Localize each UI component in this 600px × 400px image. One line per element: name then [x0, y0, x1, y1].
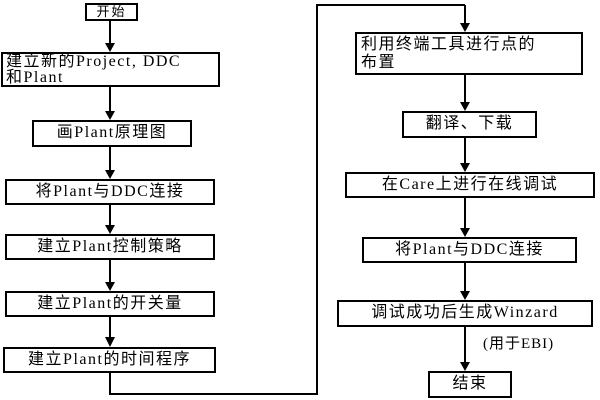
arrow-down	[460, 263, 470, 300]
node-terminal-tool-points-line1: 利用终端工具进行点的	[361, 36, 537, 53]
arrow-down	[105, 87, 115, 120]
node-start-label: 开始	[96, 4, 127, 20]
node-terminal-tool-points-line2: 布置	[361, 54, 397, 71]
loop-connector-line	[109, 4, 465, 395]
node-connect-plant-ddc-2: 将Plant与DDC连接	[362, 237, 577, 263]
arrow-down	[460, 198, 470, 237]
arrow-down	[460, 138, 470, 172]
arrow-down	[105, 147, 115, 179]
arrow-down	[105, 205, 115, 234]
node-plant-time-program: 建立Plant的时间程序	[3, 347, 216, 373]
node-plant-control-strategy: 建立Plant控制策略	[5, 234, 215, 260]
arrow-down	[460, 5, 470, 32]
node-generate-winzard: 调试成功后生成Winzard	[337, 300, 593, 327]
node-draw-plant-diagram-label: 画Plant原理图	[56, 124, 168, 142]
node-generate-winzard-label: 调试成功后生成Winzard	[371, 304, 559, 322]
node-new-project-line2: 和Plant	[6, 69, 64, 86]
node-online-debug-care-label: 在Care上进行在线调试	[381, 175, 559, 193]
ebi-annotation: (用于EBI)	[483, 336, 555, 352]
node-plant-switch-values: 建立Plant的开关量	[5, 291, 215, 317]
node-draw-plant-diagram: 画Plant原理图	[32, 120, 192, 147]
arrow-down	[105, 317, 115, 347]
node-connect-plant-ddc: 将Plant与DDC连接	[5, 179, 215, 205]
node-end-label: 结束	[452, 375, 488, 393]
arrow-down	[105, 20, 115, 52]
node-translate-download: 翻译、下载	[402, 111, 537, 138]
node-online-debug-care: 在Care上进行在线调试	[345, 172, 595, 198]
arrow-down	[460, 327, 470, 371]
arrow-down	[460, 75, 470, 111]
node-plant-time-program-label: 建立Plant的时间程序	[28, 350, 191, 368]
node-translate-download-label: 翻译、下载	[425, 115, 514, 133]
node-connect-plant-ddc-2-label: 将Plant与DDC连接	[395, 240, 544, 258]
node-start: 开始	[85, 3, 138, 21]
arrow-down	[105, 260, 115, 291]
node-end: 结束	[428, 371, 512, 398]
node-new-project: 建立新的Project, DDC 和Plant	[1, 52, 220, 87]
node-plant-switch-values-label: 建立Plant的开关量	[37, 294, 183, 312]
node-plant-control-strategy-label: 建立Plant控制策略	[37, 237, 183, 255]
node-terminal-tool-points: 利用终端工具进行点的 布置	[355, 32, 583, 75]
node-connect-plant-ddc-label: 将Plant与DDC连接	[35, 182, 185, 200]
node-new-project-line1: 建立新的Project, DDC	[6, 53, 182, 70]
